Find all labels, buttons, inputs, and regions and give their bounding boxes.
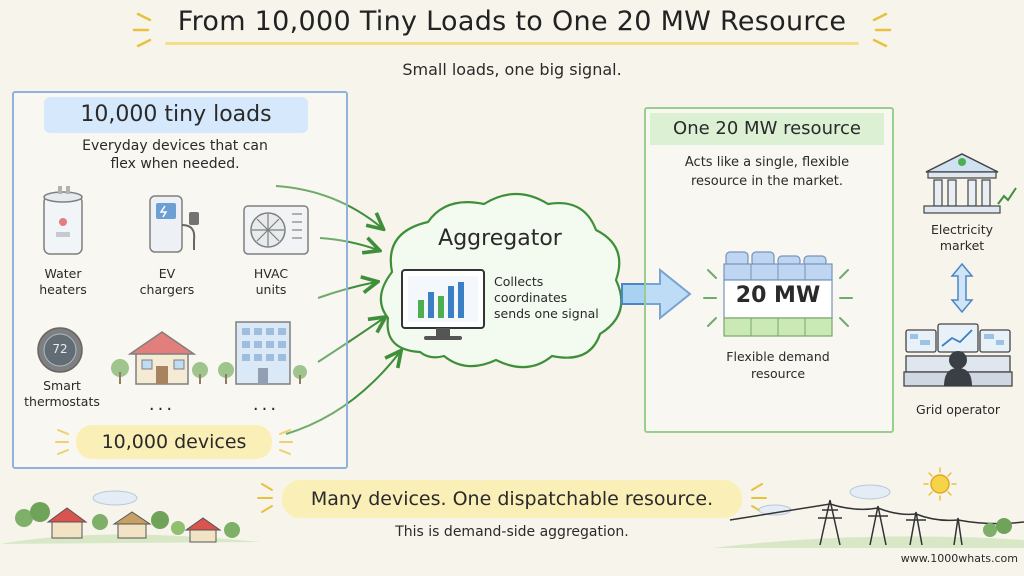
building-icon [218, 321, 307, 385]
market-building-icon [923, 153, 1017, 214]
aggregator-line1: Collects [494, 274, 544, 289]
device-count-badge: 10,000 devices [76, 425, 272, 459]
output-arrow [621, 267, 692, 321]
resource-caption-line1: Flexible demand [726, 349, 830, 364]
market-label: Electricity market [918, 222, 1006, 254]
water-heater-label-line2: heaters [39, 282, 87, 297]
grid-operator-icon [903, 323, 1013, 387]
more-homes-ellipsis: ... [148, 394, 176, 415]
thermostat-reading: 72 [52, 342, 68, 356]
more-buildings-ellipsis: ... [252, 394, 280, 415]
thermostat-icon [37, 327, 83, 373]
resource-description-line2: resource in the market. [690, 174, 844, 189]
monitor-icon [401, 269, 485, 340]
loads-panel [12, 91, 348, 469]
water-heater-label-line1: Water [44, 266, 82, 281]
tagline-banner: Many devices. One dispatchable resource. [282, 480, 742, 518]
ev-charger-label-line1: EV [158, 266, 176, 281]
aggregator-line3: sends one signal [494, 306, 599, 321]
resource-description-line1: Acts like a single, flexible [684, 155, 850, 170]
thermostat-label: Smart thermostats [22, 378, 102, 410]
ev-charger-label: EV chargers [134, 266, 200, 298]
market-label-line2: market [939, 238, 985, 253]
tagline-note: This is demand-side aggregation. [395, 524, 629, 540]
aggregator-line2: coordinates [494, 290, 568, 305]
cloud-icon [92, 484, 891, 516]
aggregator-description: Collects coordinates sends one signal [494, 274, 604, 322]
power-lines-scene [712, 499, 1024, 548]
hvac-label: HVAC units [238, 266, 304, 298]
aggregator-title: Aggregator [438, 226, 562, 251]
hvac-label-line1: HVAC [253, 266, 289, 281]
thermostat-label-line2: thermostats [24, 394, 100, 409]
page-subtitle: Small loads, one big signal. [402, 60, 622, 79]
village-scene [0, 502, 260, 544]
website-credit: www.1000whats.com [900, 552, 1018, 565]
resource-heading: One 20 MW resource [650, 113, 884, 145]
house-icon [111, 331, 208, 385]
ev-charger-label-line2: chargers [139, 282, 195, 297]
page-title: From 10,000 Tiny Loads to One 20 MW Reso… [177, 6, 847, 37]
resource-description: Acts like a single, flexible resource in… [652, 153, 882, 191]
resource-caption: Flexible demand resource [700, 348, 856, 382]
battery-resource-icon [723, 251, 833, 337]
sun-icon [923, 467, 957, 501]
hvac-label-line2: units [255, 282, 287, 297]
resource-caption-line2: resource [750, 366, 806, 381]
title-underline [165, 42, 859, 45]
market-label-line1: Electricity [930, 222, 994, 237]
exchange-arrow [950, 262, 974, 314]
loads-description-line2: flex when needed. [110, 156, 240, 172]
water-heater-icon [43, 186, 83, 255]
thermostat-label-line1: Smart [43, 378, 81, 393]
grid-operator-label: Grid operator [916, 402, 1000, 417]
water-heater-label: Water heaters [30, 266, 96, 298]
sparkle-left-icon [132, 12, 152, 48]
ev-charger-icon [149, 195, 199, 253]
sparkle-right-icon [872, 12, 892, 48]
loads-heading: 10,000 tiny loads [44, 97, 308, 133]
resource-panel [644, 107, 894, 433]
capacity-label: 20 MW [735, 283, 821, 308]
loads-description: Everyday devices that can flex when need… [40, 137, 310, 173]
hvac-icon [243, 205, 309, 255]
loads-description-line1: Everyday devices that can [82, 138, 268, 154]
